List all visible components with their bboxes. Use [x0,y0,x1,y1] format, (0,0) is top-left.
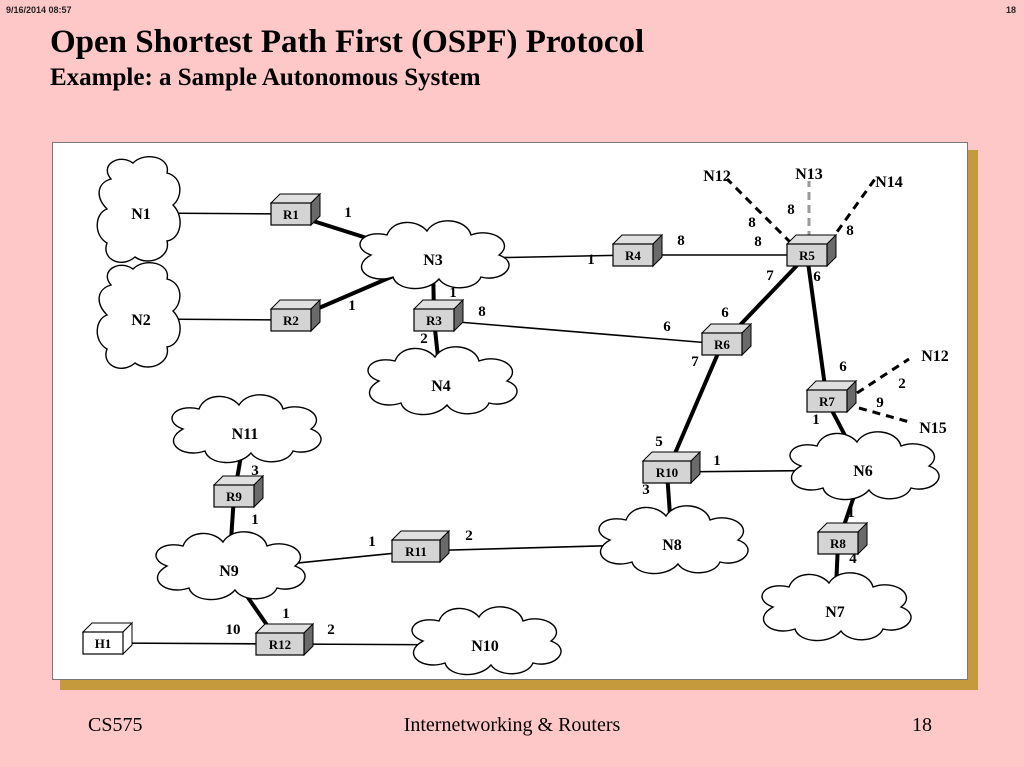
link-r3-r6 [433,319,723,345]
network-cloud-n4: N4 [367,346,518,416]
router-label: R10 [656,465,678,480]
link-cost: 3 [251,463,259,479]
network-label: N1 [131,206,151,223]
network-label: N8 [662,537,682,554]
link-cost: 1 [251,512,259,528]
link-cost: 6 [813,269,821,285]
footer-course: CS575 [88,714,143,736]
link-cost: 1 [847,505,855,521]
link-cost: 2 [327,622,335,638]
link-cost: 2 [465,528,473,544]
slide-date: 9/16/2014 08:57 [6,5,72,15]
router-r8: R8 [816,521,869,556]
router-r12: R12 [254,622,315,657]
external-link-cost: 9 [876,395,884,411]
link-cost: 1 [713,453,721,469]
network-label: N3 [423,252,443,269]
link-cost: 8 [754,234,762,250]
host-label: H1 [95,636,112,651]
footer-topic: Internetworking & Routers [403,714,621,736]
footer-page: 18 [912,714,932,736]
router-label: R9 [226,489,242,504]
network-cloud-n1: N1 [96,155,181,263]
router-r1: R1 [269,192,322,227]
router-r7: R7 [805,379,858,414]
router-label: R7 [819,394,835,409]
router-label: R5 [799,248,815,263]
external-link-r5-n12 [725,177,793,245]
link-cost: 8 [677,233,685,249]
network-cloud-n2: N2 [96,261,181,369]
network-cloud-n9: N9 [155,531,306,601]
network-label: N10 [471,638,499,655]
link-cost: 1 [812,412,820,428]
external-network-n14: N14 [875,174,903,191]
network-label: N7 [825,604,845,621]
link-cost: 8 [478,304,486,320]
network-label: N6 [853,463,873,480]
link-r6-r10 [665,343,724,473]
slide-title: Open Shortest Path First (OSPF) Protocol [50,24,645,60]
router-label: R2 [283,313,299,328]
router-r6: R6 [700,322,753,357]
router-label: R4 [625,248,641,263]
router-r5: R5 [785,233,838,268]
link-cost: 3 [642,482,650,498]
router-r10: R10 [641,450,702,485]
external-link-cost: 2 [898,376,906,392]
link-cost: 1 [449,285,457,301]
network-label: N9 [219,563,239,580]
router-r3: R3 [412,298,465,333]
slide-number-top: 18 [1005,5,1016,15]
external-network-n12: N12 [703,168,731,185]
host-h1: H1 [81,621,134,656]
external-network-n12: N12 [921,348,949,365]
router-label: R8 [830,536,846,551]
link-cost: 1 [282,606,290,622]
router-label: R6 [714,337,730,352]
link-cost: 5 [655,434,663,450]
link-cost: 6 [721,305,729,321]
link-cost: 7 [691,354,699,370]
external-link-cost: 8 [787,202,795,218]
network-cloud-n3: N3 [359,220,510,290]
external-link-r7-n12 [856,357,910,395]
slide-subtitle: Example: a Sample Autonomous System [50,64,481,91]
router-label: R1 [283,207,299,222]
link-cost: 2 [420,331,428,347]
link-cost: 4 [849,551,857,567]
network-label: N4 [431,378,451,395]
external-network-n15: N15 [919,420,947,437]
external-link-cost: 8 [846,223,854,239]
link-cost: 1 [368,534,376,550]
link-cost: 6 [663,319,671,335]
network-cloud-n8: N8 [598,505,749,575]
router-label: R12 [269,637,291,652]
network-cloud-n11: N11 [171,394,322,464]
network-cloud-n6: N6 [789,431,940,501]
network-cloud-n10: N10 [411,606,562,676]
link-r5-r7 [805,254,829,402]
network-cloud-n7: N7 [761,572,912,642]
external-link-r7-n15 [858,406,914,425]
link-cost: 1 [587,252,595,268]
router-r9: R9 [212,474,265,509]
external-link-cost: 8 [748,215,756,231]
link-cost: 10 [226,622,241,638]
router-r11: R11 [390,529,451,564]
link-cost: 7 [766,268,774,284]
router-r2: R2 [269,298,322,333]
router-r4: R4 [611,233,664,268]
router-label: R3 [426,313,442,328]
external-network-n13: N13 [795,166,823,183]
network-label: N11 [232,426,259,443]
network-label: N2 [131,312,151,329]
link-cost: 1 [348,298,356,314]
router-label: R11 [405,544,427,559]
link-cost: 6 [839,359,847,375]
link-cost: 1 [344,205,352,221]
